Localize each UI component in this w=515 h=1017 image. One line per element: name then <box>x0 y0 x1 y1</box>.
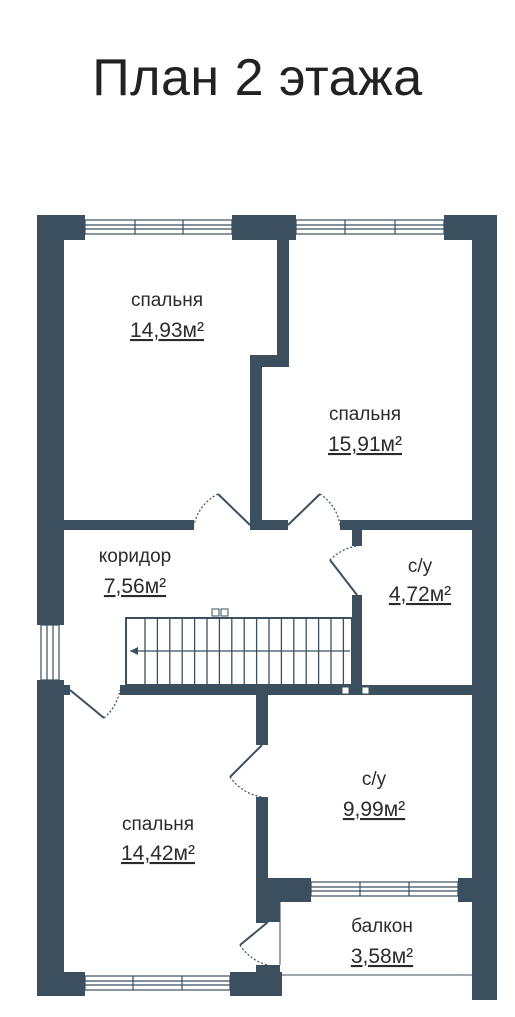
room-name: спальня <box>329 404 401 425</box>
room-area: 14,42м² <box>121 842 195 865</box>
door-bathroom-1 <box>329 545 358 596</box>
room-area: 14,93м² <box>130 319 204 342</box>
windows <box>40 219 459 991</box>
room-name: балкон <box>351 916 413 937</box>
room-bedroom-2: спальня 15,91м² <box>328 404 402 456</box>
door-bedroom-3 <box>69 689 121 719</box>
room-area: 7,56м² <box>104 575 166 598</box>
door-bedroom-2 <box>287 493 341 526</box>
room-area: 3,58м² <box>351 945 413 968</box>
room-bathroom-2: с/у 9,99м² <box>343 769 405 821</box>
door-bedroom-1 <box>193 493 251 526</box>
room-area: 15,91м² <box>328 433 402 456</box>
room-bathroom-1: с/у 4,72м² <box>389 556 451 606</box>
room-area: 9,99м² <box>343 798 405 821</box>
door-balcony <box>239 921 269 966</box>
balcony-railing <box>279 902 496 976</box>
doors <box>69 493 358 966</box>
room-name: коридор <box>99 546 172 567</box>
room-area: 4,72м² <box>389 583 451 606</box>
room-corridor: коридор 7,56м² <box>99 546 172 598</box>
room-name: спальня <box>131 290 203 311</box>
room-bedroom-3: спальня 14,42м² <box>121 814 195 865</box>
plan-title: План 2 этажа <box>92 49 423 107</box>
door-bathroom-2 <box>229 744 263 798</box>
room-bedroom-1: спальня 14,93м² <box>130 290 204 342</box>
room-labels: спальня 14,93м² спальня 15,91м² коридор … <box>99 290 451 968</box>
room-balcony: балкон 3,58м² <box>351 916 413 968</box>
staircase <box>125 608 370 695</box>
room-name: с/у <box>408 556 433 577</box>
room-name: спальня <box>122 814 194 835</box>
room-name: с/у <box>362 769 387 790</box>
walls <box>37 215 497 1000</box>
